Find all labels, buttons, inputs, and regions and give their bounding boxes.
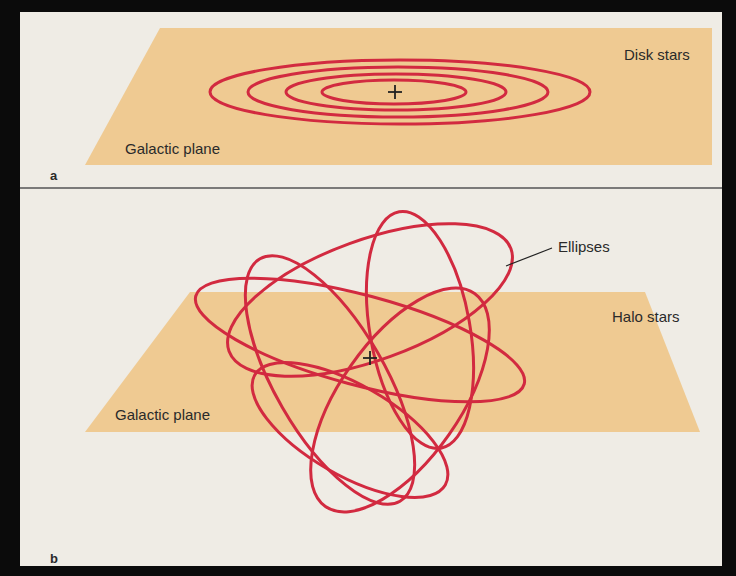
plane-label: Galactic plane <box>115 406 210 423</box>
panel-letter: b <box>50 551 58 566</box>
panel-divider <box>20 187 722 189</box>
galactic-plane: Galactic plane <box>85 28 712 165</box>
leader-line <box>506 248 552 266</box>
panel-letter: a <box>50 168 57 183</box>
figure-label: Disk stars <box>624 46 690 63</box>
figure-label: Halo stars <box>612 308 680 325</box>
figure-label: Ellipses <box>558 238 610 255</box>
plane-label: Galactic plane <box>125 140 220 157</box>
galactic-plane: Galactic plane <box>85 292 700 432</box>
